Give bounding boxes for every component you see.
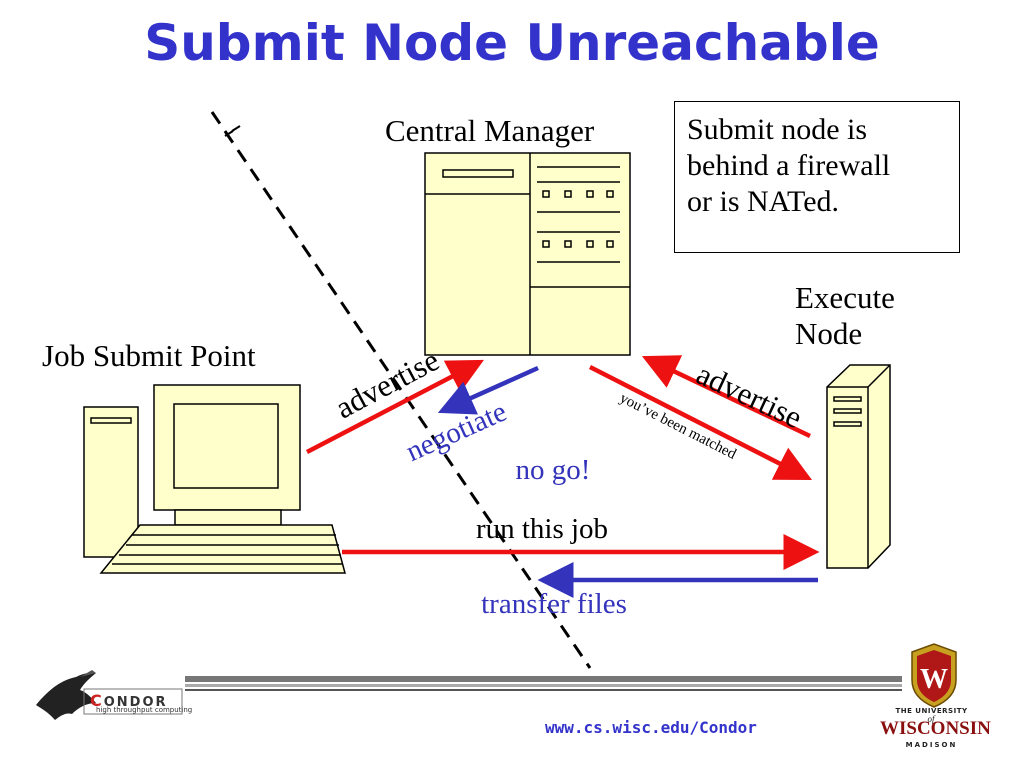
execute-node-label: Execute Node xyxy=(795,280,895,352)
negotiate-arrow xyxy=(437,365,539,415)
job-submit-computer-icon xyxy=(83,384,346,574)
advertise-submit-arrow xyxy=(305,359,484,454)
wisconsin-logo-name: WISCONSIN xyxy=(880,718,991,739)
no-go-label: no go! xyxy=(516,454,591,486)
advertise-submit-label: advertise xyxy=(329,342,444,425)
firewall-note-box: Submit node is behind a firewall or is N… xyxy=(674,101,960,253)
slide-title: Submit Node Unreachable xyxy=(144,14,880,72)
advertise-execute-label: advertise xyxy=(691,356,807,435)
execute-node-server-icon xyxy=(826,364,891,569)
central-manager-label: Central Manager xyxy=(385,113,595,148)
central-manager-server-icon xyxy=(424,152,631,356)
run-job-label: run this job xyxy=(476,513,608,545)
execute-node-label-line: Node xyxy=(795,316,863,351)
advertise-execute-arrow xyxy=(641,355,811,439)
wisconsin-crest-icon: W xyxy=(911,643,957,708)
condor-bird-icon xyxy=(36,670,96,720)
condor-logo-box xyxy=(83,688,183,715)
execute-node-label-line: Execute xyxy=(795,280,895,315)
firewall-line xyxy=(210,111,592,669)
condor-logo-text: CONDOR xyxy=(90,691,168,710)
condor-logo-subtitle: high throughput computing xyxy=(96,706,193,714)
matched-arrow xyxy=(588,364,813,481)
footer-divider xyxy=(185,676,902,691)
wisconsin-of: of xyxy=(927,714,936,724)
condor-logo-first-letter: C xyxy=(90,691,104,710)
condor-logo-rest: ONDOR xyxy=(103,695,168,710)
wisconsin-logo-top: THE UNIVERSITY xyxy=(895,707,968,715)
note-line: Submit node is xyxy=(687,113,868,146)
job-submit-point-label: Job Submit Point xyxy=(42,338,256,373)
crest-letter: W xyxy=(920,664,948,695)
wisconsin-logo-subtitle: MADISON xyxy=(905,741,958,749)
note-line: behind a firewall xyxy=(687,149,891,182)
footer-url: www.cs.wisc.edu/Condor xyxy=(545,718,757,737)
note-line: or is NATed. xyxy=(687,185,840,218)
transfer-files-label: transfer files xyxy=(481,588,627,620)
